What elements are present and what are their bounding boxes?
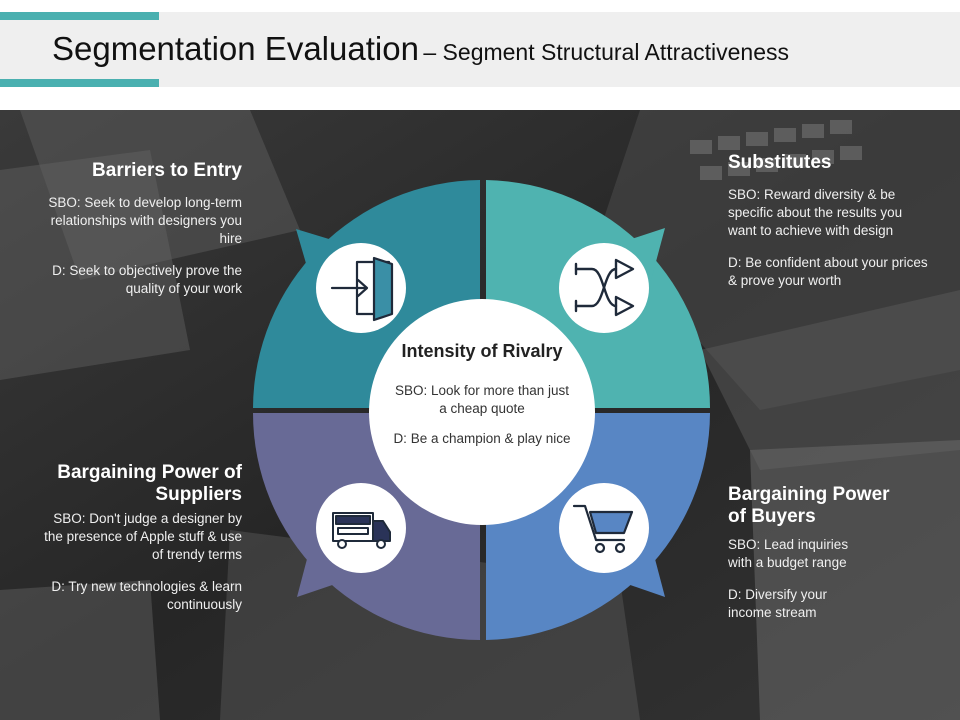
suppliers-sbo: SBO: Don't judge a designer by the prese… bbox=[44, 511, 242, 562]
arrow-tab-substitutes bbox=[610, 228, 665, 284]
center-title: Intensity of Rivalry bbox=[401, 341, 563, 361]
substitutes-title: Substitutes bbox=[728, 152, 832, 173]
center-rivalry: Intensity of Rivalry SBO: Look for more … bbox=[392, 340, 572, 460]
center-d: D: Be a champion & play nice bbox=[393, 431, 571, 446]
accent-bar-bottom bbox=[0, 79, 159, 87]
suppliers-d: D: Try new technologies & learn continuo… bbox=[51, 579, 242, 612]
center-sbo: SBO: Look for more than just a cheap quo… bbox=[394, 383, 570, 416]
barriers-sbo: SBO: Seek to develop long-term relations… bbox=[48, 195, 242, 246]
title-bar bbox=[0, 12, 960, 87]
shuffle-arrows-icon bbox=[574, 258, 635, 317]
page-title: Segmentation Evaluation – Segment Struct… bbox=[52, 30, 789, 68]
buyers-title: Bargaining Power of Buyers bbox=[728, 484, 890, 527]
substitutes-d: D: Be confident about your prices & prov… bbox=[728, 255, 928, 288]
delivery-truck-icon bbox=[332, 512, 391, 549]
barriers-title: Barriers to Entry bbox=[92, 160, 242, 181]
buyers-d: D: Diversify your income stream bbox=[728, 587, 828, 620]
suppliers-title: Bargaining Power of Suppliers bbox=[57, 462, 242, 505]
substitutes-sbo: SBO: Reward diversity & be specific abou… bbox=[728, 187, 903, 238]
panel-suppliers: Bargaining Power of Suppliers SBO: Don't… bbox=[40, 462, 242, 628]
buyers-sbo: SBO: Lead inquiries with a budget range bbox=[728, 537, 849, 570]
panel-buyers: Bargaining Power of Buyers SBO: Lead inq… bbox=[728, 484, 928, 636]
arrow-tab-buyers bbox=[610, 540, 665, 597]
door-entry-icon bbox=[330, 256, 394, 322]
arrow-tab-barriers bbox=[296, 229, 352, 284]
panel-substitutes: Substitutes SBO: Reward diversity & be s… bbox=[728, 152, 928, 304]
center-circle bbox=[369, 299, 595, 525]
title-subtitle: – Segment Structural Attractiveness bbox=[423, 39, 789, 65]
panel-barriers: Barriers to Entry SBO: Seek to develop l… bbox=[40, 160, 242, 312]
title-main: Segmentation Evaluation bbox=[52, 30, 419, 67]
shopping-cart-icon bbox=[572, 504, 634, 554]
arrow-tab-suppliers bbox=[297, 540, 353, 597]
accent-bar-top bbox=[0, 12, 159, 20]
barriers-d: D: Seek to objectively prove the quality… bbox=[52, 263, 242, 296]
